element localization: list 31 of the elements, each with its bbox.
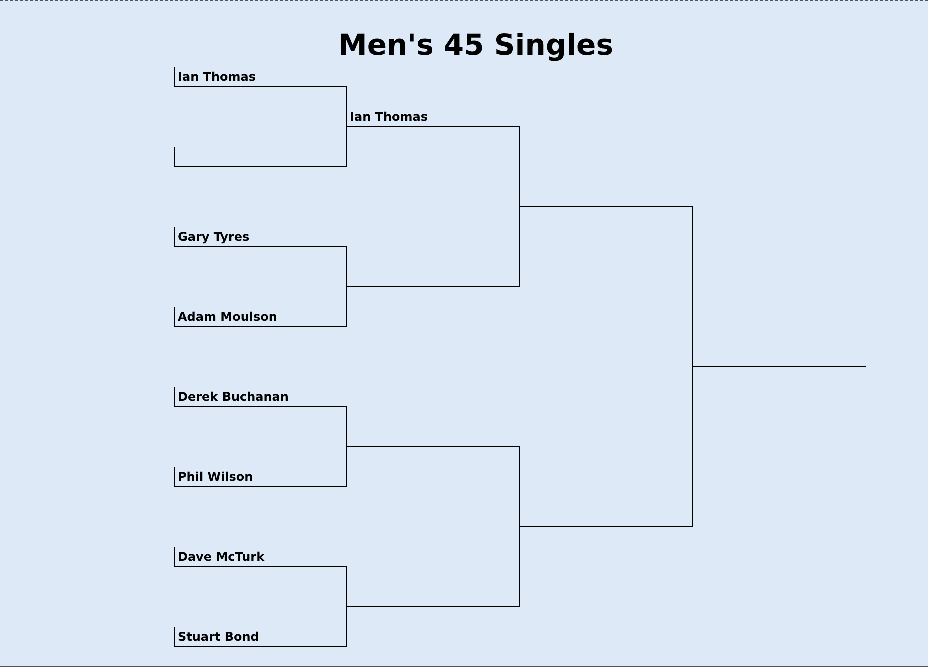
- player-name: Phil Wilson: [178, 470, 254, 485]
- bracket-connector: [346, 446, 347, 487]
- bracket-connector: [519, 526, 520, 607]
- player-name: Adam Moulson: [178, 310, 278, 325]
- player-name: Gary Tyres: [178, 230, 250, 245]
- player-name: Dave McTurk: [178, 550, 265, 565]
- bracket-connector: [346, 86, 347, 127]
- bracket-line: [174, 307, 347, 327]
- bracket-line: [174, 627, 347, 647]
- bracket-line: [174, 467, 347, 487]
- player-name: Ian Thomas: [350, 110, 428, 125]
- bracket-connector: [519, 206, 520, 287]
- bracket-line: [174, 547, 347, 567]
- bracket-connector: [692, 206, 693, 367]
- bracket-connector: [346, 566, 347, 607]
- bracket-connector: [346, 606, 347, 647]
- player-name: Ian Thomas: [178, 70, 256, 85]
- bracket-connector: [692, 366, 693, 527]
- bracket-line: [174, 227, 347, 247]
- bracket-connector: [519, 446, 520, 527]
- bracket-line: [174, 147, 347, 167]
- player-name: Stuart Bond: [178, 630, 260, 645]
- bracket-connector: [346, 406, 347, 447]
- bracket-connector: [519, 126, 520, 207]
- bracket-connector: [346, 126, 347, 167]
- bracket-connector: [346, 246, 347, 287]
- bracket-line: [174, 387, 347, 407]
- bracket-connector: [346, 286, 347, 327]
- title: Men's 45 Singles: [338, 27, 614, 63]
- player-name: Derek Buchanan: [178, 390, 289, 405]
- bracket-line: [174, 67, 347, 87]
